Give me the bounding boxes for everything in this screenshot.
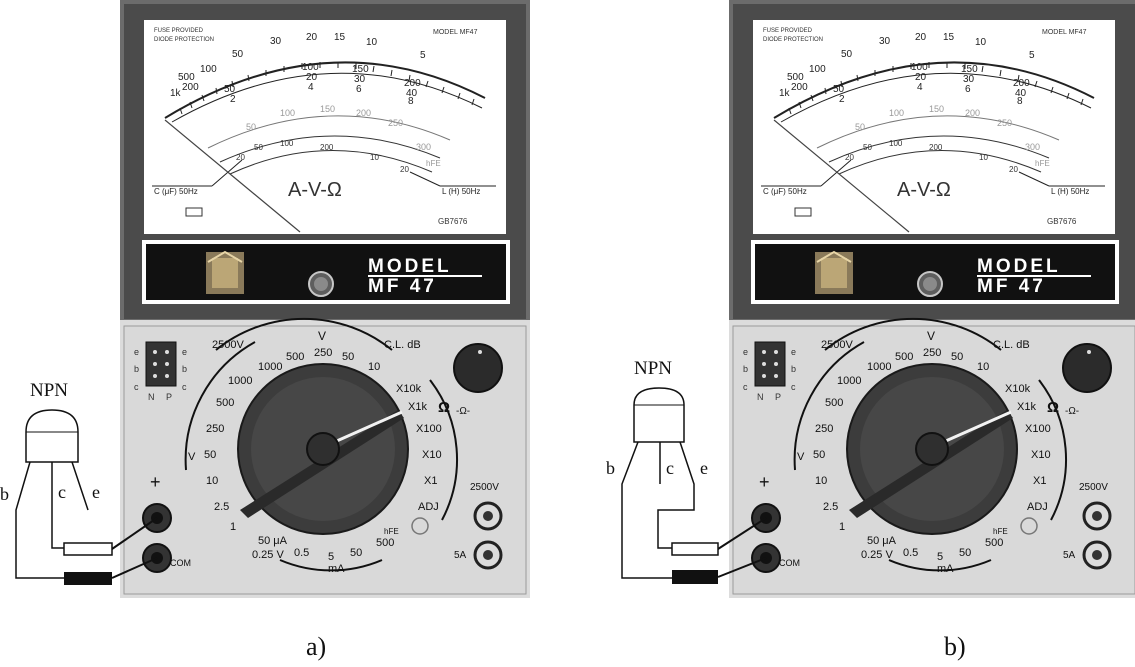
caption-a: a) xyxy=(306,632,327,661)
pin-a-c: c xyxy=(58,482,66,502)
probe-b-white xyxy=(671,542,719,556)
pin-a-b: b xyxy=(0,484,9,504)
transistor-b-body xyxy=(633,387,685,443)
probe-a-black xyxy=(64,572,112,585)
panel-b: NPN b c e xyxy=(606,0,1135,600)
probe-b-black xyxy=(672,570,718,584)
pin-a-e: e xyxy=(92,482,100,502)
panel-a: NPN b c e xyxy=(0,0,532,600)
transistor-b-label: NPN xyxy=(634,358,672,379)
pin-b-c: c xyxy=(666,458,674,478)
transistor-a-body xyxy=(25,409,79,463)
probe-a-white xyxy=(63,542,113,556)
pin-b-b: b xyxy=(606,458,615,478)
caption-b: b) xyxy=(944,632,966,661)
transistor-a-label: NPN xyxy=(30,380,68,401)
pin-b-e: e xyxy=(700,458,708,478)
